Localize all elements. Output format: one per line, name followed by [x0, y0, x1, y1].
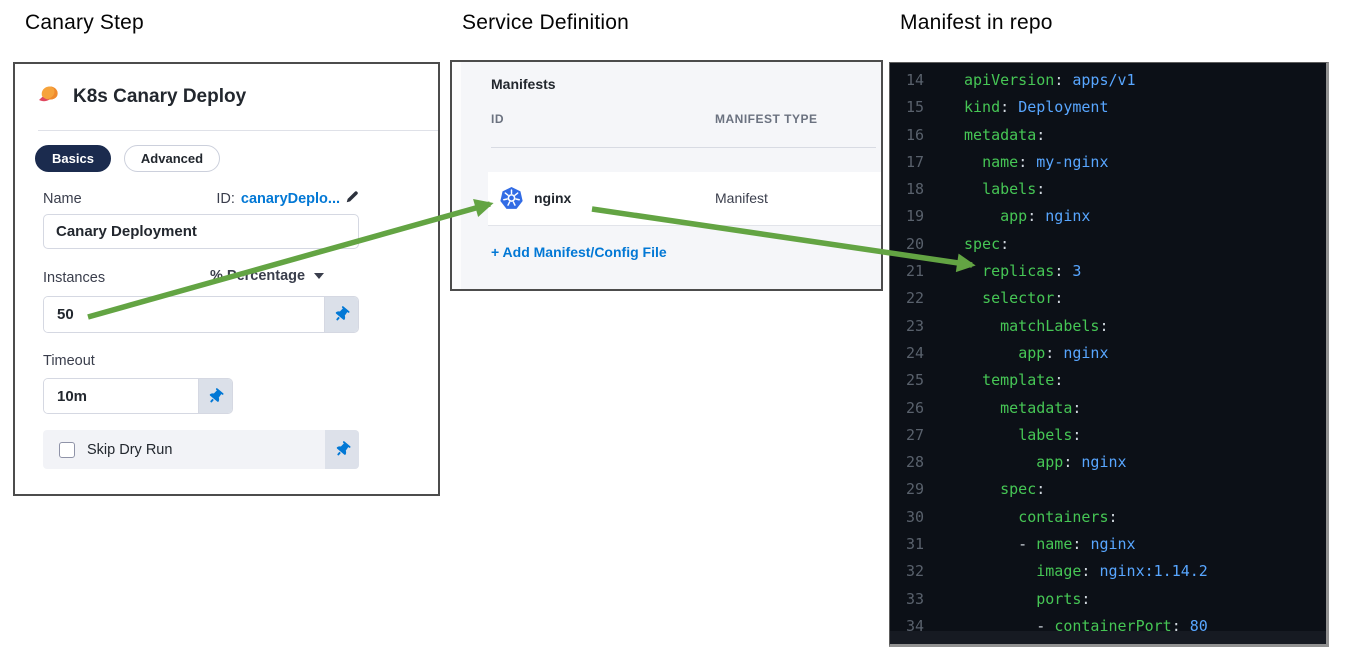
code-line: 19 app: nginx [905, 207, 1091, 226]
divider [491, 147, 876, 148]
code-line: 18 labels: [905, 180, 1046, 199]
timeout-input-group [43, 378, 233, 414]
add-manifest-link[interactable]: + Add Manifest/Config File [491, 244, 667, 260]
code-line: 34 - containerPort: 80 [905, 616, 1208, 635]
divider [38, 130, 438, 131]
step-tabs: Basics Advanced [35, 145, 221, 172]
instances-input-group [43, 296, 359, 333]
manifest-id: nginx [534, 190, 572, 206]
code-line: 28 app: nginx [905, 453, 1127, 472]
code-line: 21 replicas: 3 [905, 262, 1082, 281]
code-line: 26 metadata: [905, 398, 1082, 417]
pin-icon [336, 441, 351, 456]
page-edge-strip [452, 62, 461, 289]
horizontal-scrollbar[interactable] [890, 631, 1326, 644]
code-line: 23 matchLabels: [905, 316, 1109, 335]
manifest-type: Manifest [715, 190, 768, 206]
timeout-label: Timeout [43, 353, 95, 369]
instances-unit-dropdown[interactable]: % Percentage [210, 268, 325, 284]
manifest-table-row[interactable]: nginx Manifest [488, 172, 881, 226]
service-definition-title: Service Definition [462, 11, 630, 34]
name-label-row: Name ID: canaryDeplo... [43, 190, 359, 207]
edit-id-pencil-icon[interactable] [346, 190, 359, 207]
code-line: 25 template: [905, 371, 1064, 390]
code-line: 27 labels: [905, 425, 1082, 444]
code-line: 17 name: my-nginx [905, 152, 1109, 171]
pin-icon [335, 306, 350, 321]
manifest-in-repo-title: Manifest in repo [900, 11, 1053, 34]
code-line: 31 - name: nginx [905, 535, 1136, 554]
code-line: 22 selector: [905, 289, 1064, 308]
canary-step-panel: K8s Canary Deploy Basics Advanced Name I… [13, 62, 440, 496]
instances-input[interactable] [44, 297, 324, 332]
manifests-heading: Manifests [491, 76, 556, 92]
service-definition-panel: Manifests ID MANIFEST TYPE [450, 60, 883, 291]
code-line: 29 spec: [905, 480, 1046, 499]
kubernetes-icon [499, 186, 524, 216]
canary-bird-icon [37, 84, 63, 109]
instances-pin-button[interactable] [324, 297, 358, 332]
instances-label: Instances [43, 270, 106, 286]
instances-row: Instances % Percentage [43, 268, 359, 286]
pin-icon [209, 387, 224, 402]
skip-dry-run-checkbox[interactable] [59, 441, 75, 458]
column-header-manifest-type: MANIFEST TYPE [715, 112, 818, 126]
chevron-down-icon [314, 273, 325, 279]
name-label: Name [43, 190, 82, 207]
skip-dry-run-row: Skip Dry Run [43, 430, 359, 469]
instances-unit-label: % Percentage [210, 268, 306, 284]
timeout-pin-button[interactable] [198, 379, 232, 413]
step-id-link[interactable]: canaryDeplo... [240, 190, 340, 207]
skip-dry-run-pin-button[interactable] [325, 430, 359, 469]
tab-basics[interactable]: Basics [35, 145, 111, 172]
code-line: 32 image: nginx:1.14.2 [905, 562, 1208, 581]
column-header-id: ID [491, 112, 504, 126]
step-title: K8s Canary Deploy [73, 85, 247, 107]
canary-step-title: Canary Step [25, 11, 144, 34]
timeout-input[interactable] [44, 379, 198, 413]
id-prefix: ID: [216, 190, 235, 207]
code-line: 33 ports: [905, 589, 1091, 608]
skip-dry-run-label: Skip Dry Run [87, 441, 173, 458]
code-line: 30 containers: [905, 507, 1118, 526]
name-input[interactable] [43, 214, 359, 249]
code-line: 24 app: nginx [905, 343, 1109, 362]
tab-advanced[interactable]: Advanced [123, 145, 221, 172]
